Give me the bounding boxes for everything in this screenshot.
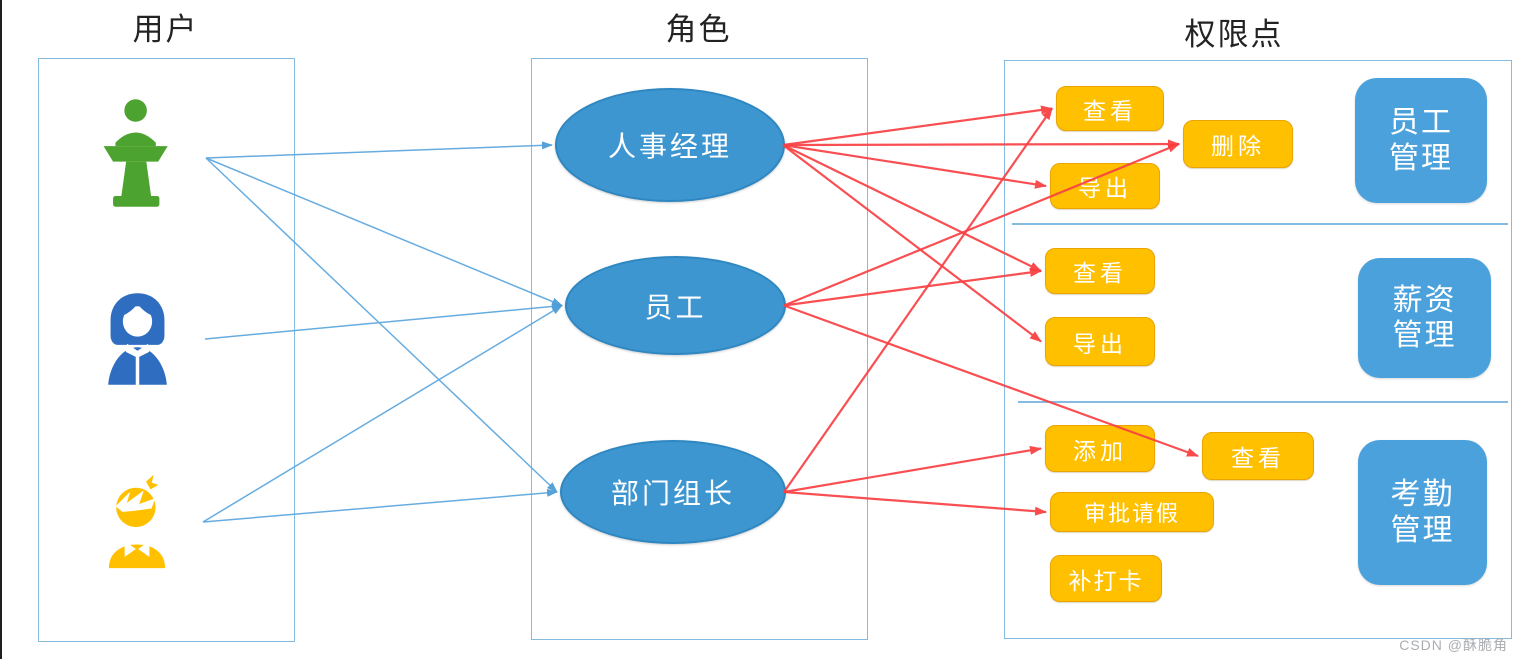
perm-att-view-label: 查看	[1231, 445, 1285, 471]
perm-emp-view-label: 查看	[1083, 97, 1137, 124]
salary-management-label: 薪资管理	[1392, 283, 1457, 352]
attendance-management-label: 考勤管理	[1390, 478, 1455, 547]
role-employee-label: 员工	[644, 291, 707, 323]
permissions-column-title: 权限点	[1184, 17, 1284, 52]
perm-emp-export-button: 导出	[1050, 163, 1160, 209]
perm-att-add-label: 添加	[1073, 437, 1127, 464]
role-team-leader-label: 部门组长	[610, 478, 735, 509]
perm-emp-view-button: 查看	[1056, 86, 1164, 131]
perm-emp-delete-label: 删除	[1211, 133, 1265, 159]
role-employee: 员工	[565, 256, 786, 355]
perm-att-add-button: 添加	[1045, 425, 1155, 472]
perm-sal-export-label: 导出	[1073, 330, 1127, 357]
employee-management-label: 员工管理	[1389, 106, 1453, 175]
employee-management-card: 员工管理	[1355, 78, 1487, 203]
window-left-border	[0, 0, 2, 659]
csdn-watermark: CSDN @酥脆角	[1399, 637, 1508, 653]
role-team-leader: 部门组长	[560, 440, 786, 544]
perm-sal-view-label: 查看	[1073, 260, 1127, 286]
role-hr-manager: 人事经理	[555, 88, 785, 202]
perm-att-makeup-button: 补打卡	[1050, 555, 1162, 602]
boy-user-icon	[101, 474, 173, 570]
perm-att-makeup-label: 补打卡	[1068, 567, 1144, 594]
perm-emp-export-label: 导出	[1078, 175, 1132, 201]
perm-att-approve-button: 审批请假	[1050, 492, 1214, 532]
perm-att-approve-label: 审批请假	[1083, 501, 1180, 526]
presenter-user-icon	[100, 98, 176, 218]
perm-sal-export-button: 导出	[1045, 317, 1155, 366]
woman-user-icon	[100, 292, 175, 386]
permissions-group-divider-1	[1012, 223, 1508, 225]
permissions-group-divider-2	[1018, 401, 1508, 403]
perm-sal-view-button: 查看	[1045, 248, 1155, 294]
role-hr-manager-label: 人事经理	[607, 131, 732, 162]
roles-column-title: 角色	[665, 12, 732, 47]
perm-emp-delete-button: 删除	[1183, 120, 1293, 168]
users-column-title: 用户	[132, 12, 199, 47]
perm-att-view-button: 查看	[1202, 432, 1314, 480]
attendance-management-card: 考勤管理	[1358, 440, 1487, 585]
salary-management-card: 薪资管理	[1358, 258, 1491, 378]
